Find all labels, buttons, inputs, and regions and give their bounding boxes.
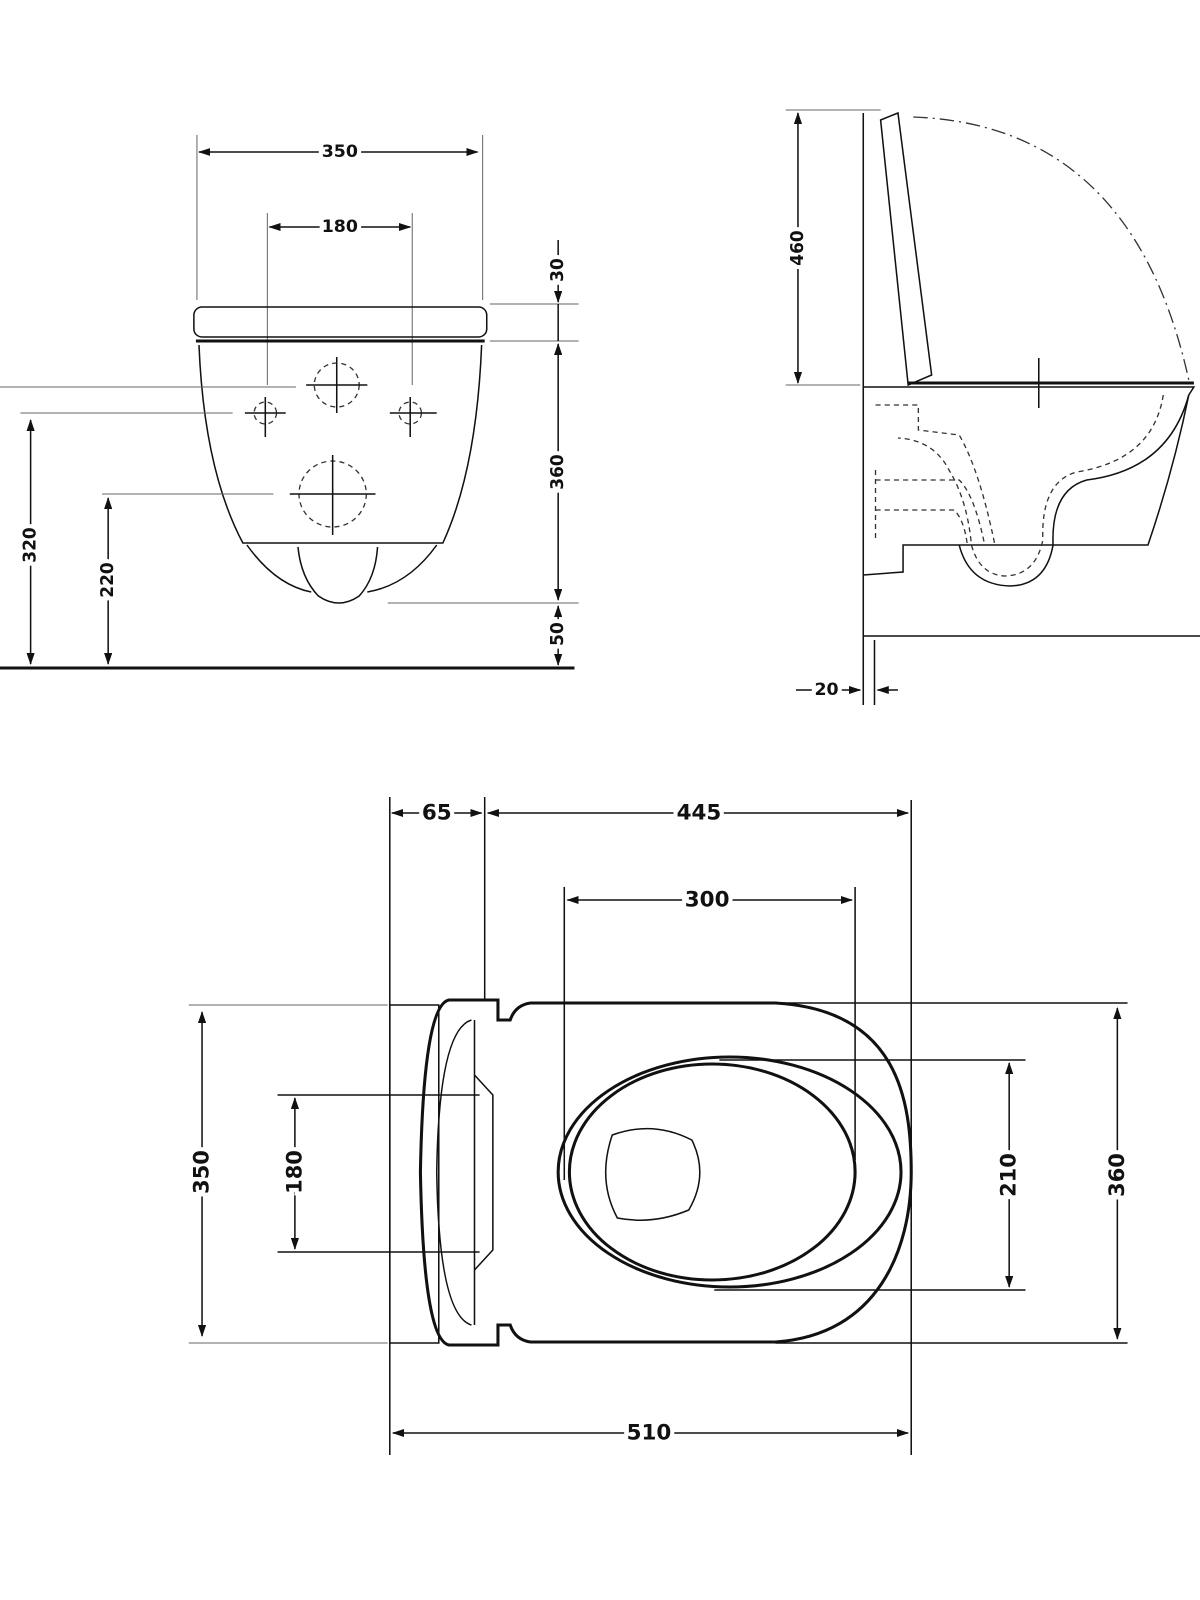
dim-opening-width: 210 <box>997 1153 1022 1197</box>
dim-overall-width: 350 <box>189 1150 214 1194</box>
wall-block <box>389 1004 440 1344</box>
bowl-side <box>863 386 1196 576</box>
dim-bowl-height: 360 <box>548 454 568 490</box>
hinge-cover <box>473 1074 494 1271</box>
dim-lower-fixing-height: 220 <box>98 562 118 598</box>
dim-wall-to-seat: 65 <box>422 801 452 826</box>
dim-bottom-clearance: 50 <box>548 622 568 646</box>
dim-seat-length: 445 <box>677 801 722 826</box>
dim-wall-gap: 20 <box>814 680 838 700</box>
trap-front <box>297 546 379 604</box>
front-view: 350 180 320 220 3 <box>0 135 579 670</box>
drain-outlet <box>604 1127 701 1221</box>
dim-upper-fixing-height: 320 <box>21 527 41 563</box>
fixing-holes <box>244 357 437 535</box>
seat-outline <box>418 998 913 1347</box>
dim-front-width: 350 <box>322 142 358 162</box>
dim-lid-height: 460 <box>788 230 808 266</box>
bowl-front <box>198 344 483 544</box>
seat-ring <box>556 1055 903 1289</box>
lid-swing-arc <box>913 116 1190 381</box>
seat-lid <box>193 306 488 338</box>
bowl-opening <box>567 1062 857 1282</box>
dim-seat-width: 360 <box>1105 1153 1130 1197</box>
raised-lid <box>879 111 933 387</box>
dim-front-fixing-spacing: 180 <box>322 217 358 237</box>
dim-overall-length: 510 <box>627 1421 672 1446</box>
dim-seat-thickness: 30 <box>548 258 568 282</box>
top-view: 65 445 300 510 350 180 210 360 <box>185 797 1134 1455</box>
dim-top-fixing-spacing: 180 <box>282 1150 307 1194</box>
side-view: 460 20 <box>784 109 1200 705</box>
dim-opening-length: 300 <box>685 888 730 913</box>
